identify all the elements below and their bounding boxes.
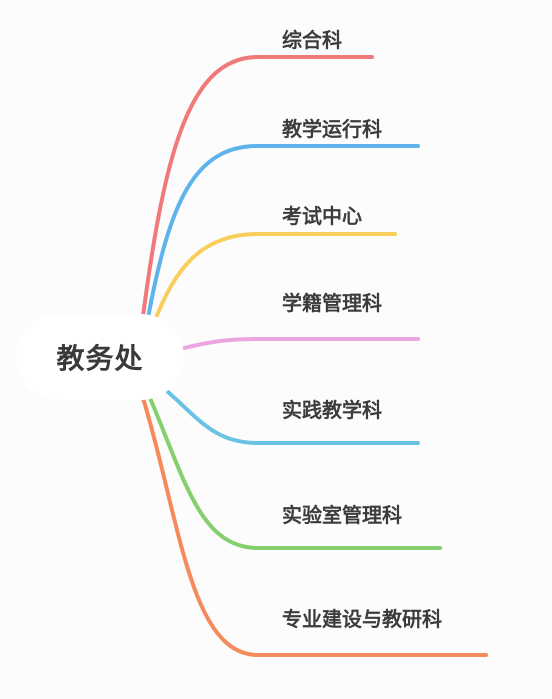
- branch-label-zonghe[interactable]: 综合科: [282, 28, 342, 52]
- connector-zonghe: [141, 55, 374, 318]
- branch-label-kaoshi[interactable]: 考试中心: [282, 204, 362, 228]
- branch-label-shijian[interactable]: 实践教学科: [282, 398, 382, 422]
- connector-xueji: [182, 337, 420, 350]
- connector-kaoshi: [153, 232, 397, 322]
- connector-shijian: [166, 390, 420, 445]
- branch-label-shiyanshi[interactable]: 实验室管理科: [282, 503, 402, 527]
- root-label: 教务处: [56, 342, 144, 375]
- branch-label-jiaoxue-yunxing[interactable]: 教学运行科: [282, 117, 382, 141]
- connector-shiyanshi: [148, 396, 442, 550]
- connector-zhuanye: [141, 396, 488, 657]
- branch-label-xueji[interactable]: 学籍管理科: [282, 291, 382, 315]
- root-node[interactable]: 教务处: [16, 314, 184, 400]
- branch-label-zhuanye[interactable]: 专业建设与教研科: [282, 607, 442, 631]
- connector-jiaoxue-yunxing: [146, 144, 420, 320]
